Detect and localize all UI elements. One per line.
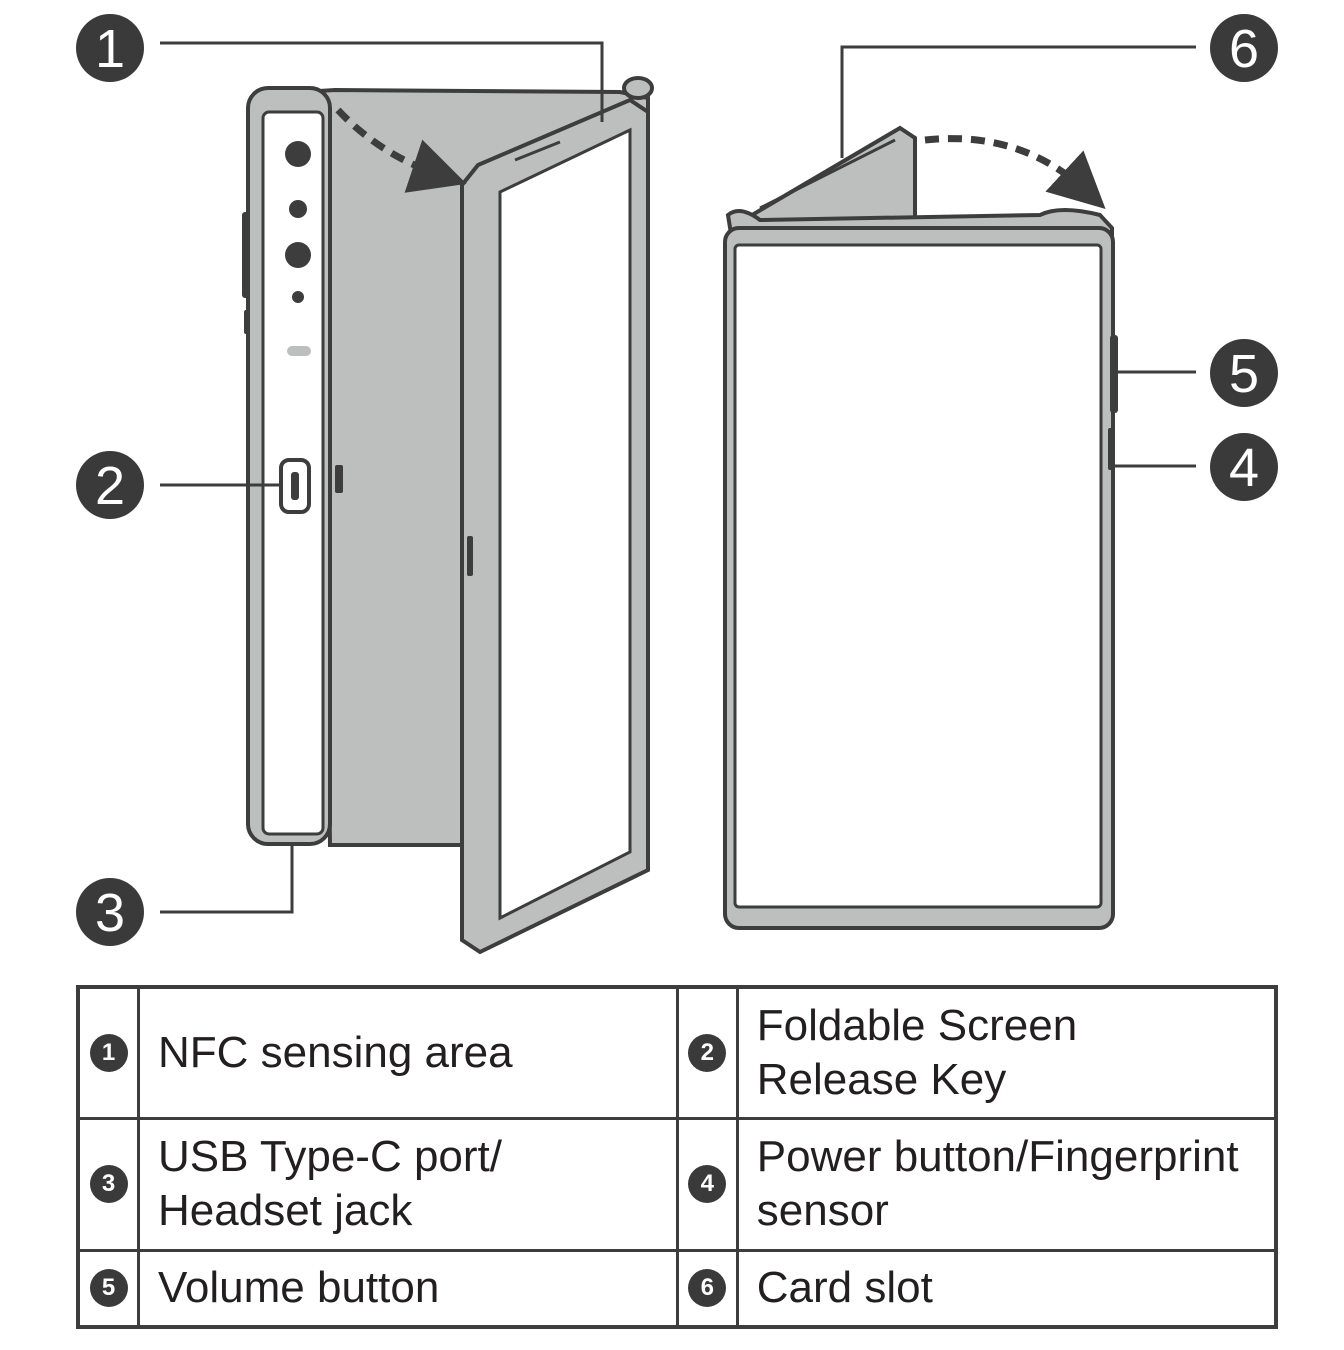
callout-2: 2 [76,451,144,519]
volume-key [1110,335,1118,413]
screen-display [498,127,632,921]
legend-table: 1 NFC sensing area 2 Foldable Screen Rel… [76,985,1278,1329]
legend-label: Volume button [158,1263,440,1313]
callout-1-label: 1 [95,19,125,79]
release-key-inner [291,472,299,500]
screen-edge-button [467,536,473,576]
callout-2-label: 2 [95,456,125,516]
legend-label: Card slot [756,1263,933,1313]
legend-text-cell: Power button/Fingerprint sensor [735,1117,1278,1252]
legend-label-line2: Headset jack [158,1186,413,1236]
hinge-top [622,76,654,100]
legend-text-cell: Volume button [137,1248,679,1329]
power-key [1108,428,1114,470]
legend-label: NFC sensing area [158,1028,513,1078]
legend-text-cell: USB Type-C port/ Headset jack [137,1117,679,1252]
phone-folded [723,125,1118,930]
callout-1: 1 [76,14,144,82]
callout-4: 4 [1210,433,1278,501]
side-button-lower [244,310,250,334]
legend-badge: 5 [89,1269,128,1308]
leader-3 [160,845,294,914]
legend-label-line1: USB Type-C port/ [158,1132,502,1182]
device-diagram: 1 2 3 4 5 6 [76,14,1278,955]
top-vent [514,140,561,162]
phone-unfolding [242,76,654,955]
legend-label-line1: Power button/Fingerprint [756,1132,1239,1182]
legend-num-cell: 1 [76,985,140,1121]
legend-text-cell: Foldable Screen Release Key [735,985,1278,1121]
hinge-notch [335,465,343,493]
unfold-arrow [924,135,1106,209]
legend-row: 5 Volume button 6 Card slot [76,1248,1278,1329]
legend-badge: 2 [688,1034,727,1073]
leader-lines [160,41,1196,914]
side-button-upper [242,212,250,298]
legend-num-cell: 6 [675,1248,739,1329]
legend-badge: 4 [688,1165,727,1204]
callout-5-label: 5 [1229,344,1259,404]
callout-6: 6 [1210,14,1278,82]
callout-6-label: 6 [1229,19,1259,79]
camera-lens-large [285,141,311,167]
legend-label-line1: Foldable Screen [756,1001,1078,1051]
callout-3-label: 3 [95,883,125,943]
legend-row: 3 USB Type-C port/ Headset jack 4 Power … [76,1117,1278,1252]
folded-screen [733,243,1103,909]
card-slot-line [759,138,896,210]
legend-num-cell: 2 [675,985,739,1121]
legend-text-cell: NFC sensing area [137,985,679,1121]
flash [287,346,311,356]
legend-num-cell: 5 [76,1248,140,1329]
legend-text-cell: Card slot [735,1248,1278,1329]
callout-4-label: 4 [1229,438,1259,498]
legend-badge: 3 [89,1165,128,1204]
camera-lens-small [289,200,307,218]
camera-sensor [292,291,304,303]
leader-6 [840,45,1196,158]
legend-num-cell: 4 [675,1117,739,1252]
callout-3: 3 [76,878,144,946]
legend-num-cell: 3 [76,1117,140,1252]
leader-1 [160,41,604,122]
legend-label-line2: sensor [756,1186,889,1236]
legend-row: 1 NFC sensing area 2 Foldable Screen Rel… [76,985,1278,1121]
callout-5: 5 [1210,339,1278,407]
legend-badge: 1 [89,1034,128,1073]
legend-badge: 6 [688,1269,727,1308]
camera-lens-large-2 [285,242,311,268]
fold-arrow [335,107,467,193]
legend-label-line2: Release Key [756,1055,1007,1105]
